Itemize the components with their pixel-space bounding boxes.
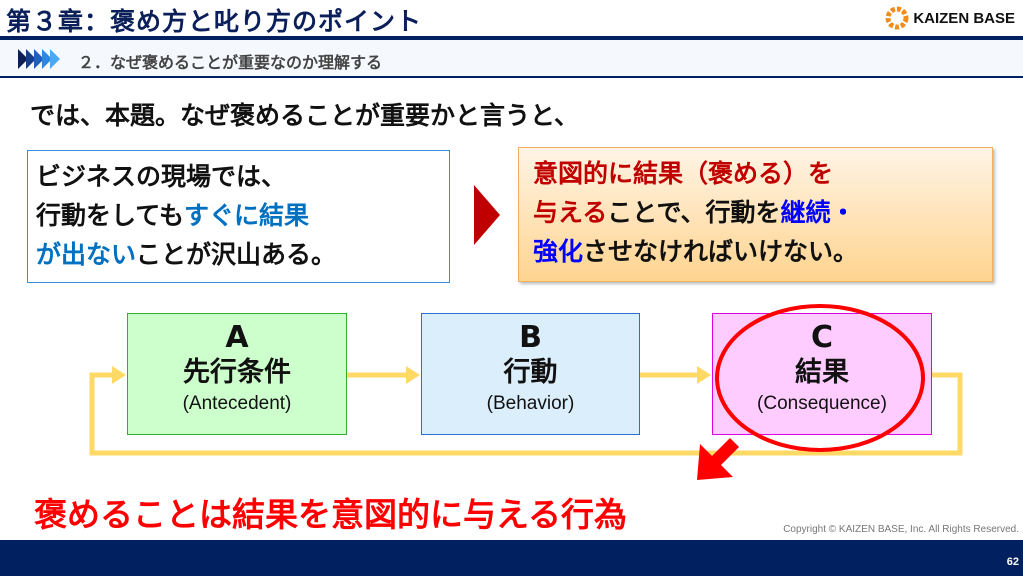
section-title: ２．なぜ褒めることが重要なのか理解する bbox=[78, 53, 383, 72]
red-arrow-icon bbox=[697, 438, 745, 480]
highlight: 与える bbox=[533, 198, 608, 227]
stage-antecedent: A 先行条件 (Antecedent) bbox=[127, 313, 347, 435]
copyright: Copyright © KAIZEN BASE, Inc. All Rights… bbox=[783, 524, 1019, 535]
text: ことが沢山ある。 bbox=[136, 240, 337, 269]
right-triangle-icon bbox=[474, 185, 500, 245]
text: ビジネスの現場では、 bbox=[36, 162, 287, 191]
lead-text: では、本題。なぜ褒めることが重要かと言うと、 bbox=[30, 101, 580, 130]
stage-consequence: C 結果 (Consequence) bbox=[712, 313, 932, 435]
conclusion-text: 褒めることは結果を意図的に与える行為 bbox=[34, 495, 628, 534]
stage-jp: 先行条件 bbox=[183, 357, 291, 388]
highlight: が出ない bbox=[36, 240, 137, 269]
highlight: 意図的に結果（褒める）を bbox=[533, 159, 834, 188]
stage-behavior: B 行動 (Behavior) bbox=[421, 313, 640, 435]
logo-text: KAIZEN BASE bbox=[913, 9, 1015, 27]
gear-logo-icon bbox=[885, 6, 909, 30]
solution-box: 意図的に結果（褒める）を 与えることで、行動を継続・ 強化させなければいけない。 bbox=[518, 147, 993, 282]
stage-en: (Consequence) bbox=[757, 393, 887, 414]
highlight: 継続・ bbox=[780, 198, 856, 227]
problem-box: ビジネスの現場では、 行動をしてもすぐに結果 が出ないことが沢山ある。 bbox=[27, 150, 450, 283]
stage-letter: A bbox=[225, 320, 249, 355]
stage-jp: 行動 bbox=[503, 357, 558, 388]
page-number: 62 bbox=[1006, 556, 1019, 568]
stage-jp: 結果 bbox=[795, 357, 849, 388]
text: させなければいけない。 bbox=[583, 237, 859, 266]
stage-en: (Behavior) bbox=[486, 393, 575, 414]
header-divider bbox=[0, 36, 1023, 40]
stage-letter: C bbox=[810, 320, 834, 355]
footer-bar bbox=[0, 540, 1023, 576]
text: ことで、行動を bbox=[607, 198, 781, 227]
chapter-title: 第３章：褒め方と叱り方のポイント bbox=[6, 7, 423, 36]
highlight: すぐに結果 bbox=[184, 201, 310, 230]
stage-letter: B bbox=[519, 320, 542, 355]
stage-en: (Antecedent) bbox=[182, 393, 292, 414]
section-header bbox=[0, 40, 1023, 78]
text: 行動をしても bbox=[36, 201, 185, 230]
logo: KAIZEN BASE bbox=[885, 6, 1015, 30]
highlight: 強化 bbox=[533, 237, 584, 266]
